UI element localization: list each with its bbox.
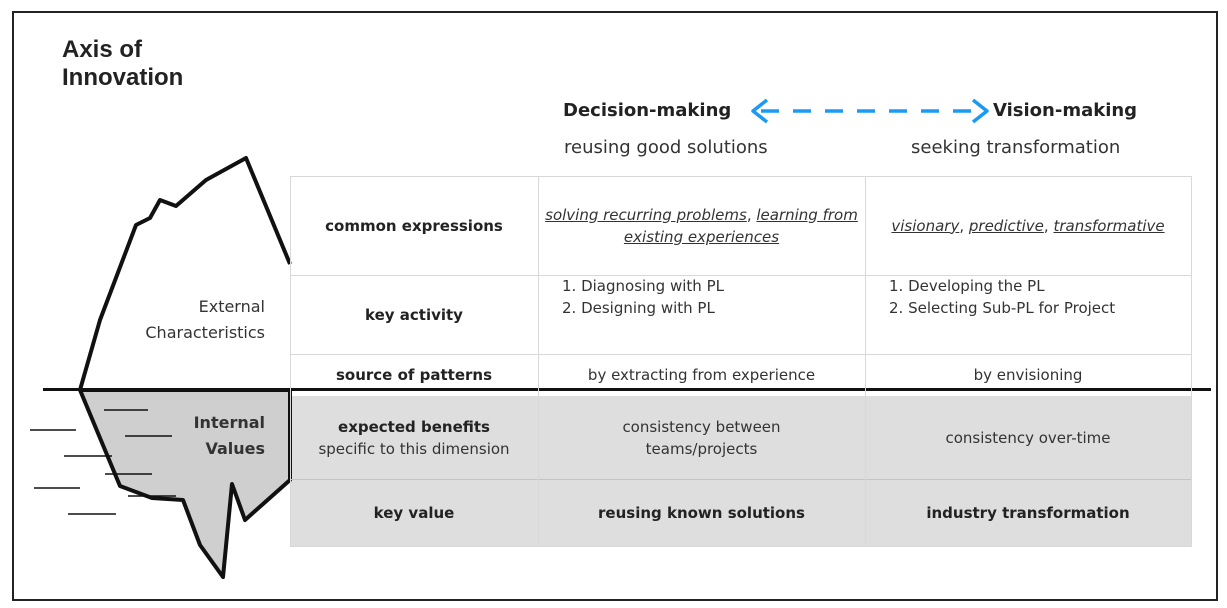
title-line-2: Innovation [62, 64, 184, 91]
diagram-title: Axis of Innovation [62, 36, 183, 92]
row-header-key-value: key value [373, 503, 455, 522]
expected-benefits-decision: consistency between teams/projects [622, 417, 781, 458]
row-header-key-activity: key activity [365, 305, 463, 324]
key-activity-vision: 1. Developing the PL 2. Selecting Sub-PL… [865, 275, 1191, 354]
source-of-patterns-decision: by extracting from experience [587, 366, 816, 384]
water-lines [30, 409, 176, 515]
table-row-divider-1 [290, 275, 1192, 276]
table-border-bottom [290, 546, 1192, 547]
source-of-patterns-vision: by envisioning [973, 366, 1083, 384]
waterline [43, 388, 1211, 391]
row-header-source-of-patterns: source of patterns [335, 366, 493, 384]
key-activity-decision: 1. Diagnosing with PL 2. Designing with … [538, 275, 865, 354]
table-row-divider-3 [290, 479, 1192, 480]
internal-shade [290, 396, 1192, 546]
expected-benefits-vision: consistency over-time [945, 428, 1111, 447]
table-col-divider-1 [538, 176, 539, 546]
table-row-divider-2 [290, 354, 1192, 355]
bidirectional-arrow-icon [751, 98, 989, 124]
title-line-1: Axis of [62, 36, 143, 63]
iceberg-illustration [30, 156, 292, 579]
vision-making-label: Vision-making [993, 100, 1138, 121]
external-characteristics-label: External Characteristics [145, 297, 265, 342]
table-border-top [290, 176, 1192, 177]
common-expressions-vision: visionary, predictive, transformative [891, 216, 1165, 235]
list-item: 1. Diagnosing with PL [562, 277, 724, 295]
row-header-expected-benefits: expected benefits specific to this dimen… [318, 417, 510, 458]
key-value-decision: reusing known solutions [598, 503, 805, 522]
table-col-divider-2 [865, 176, 866, 546]
decision-making-subtitle: reusing good solutions [564, 137, 768, 158]
internal-values-label: Internal Values [193, 413, 265, 458]
table-col-divider-0 [290, 176, 291, 546]
list-item: 1. Developing the PL [889, 277, 1045, 295]
list-item: 2. Selecting Sub-PL for Project [889, 299, 1116, 317]
decision-making-label: Decision-making [563, 100, 732, 121]
table-col-divider-3 [1191, 176, 1192, 546]
row-header-common-expressions: common expressions [325, 216, 503, 235]
list-item: 2. Designing with PL [562, 299, 715, 317]
key-value-vision: industry transformation [926, 503, 1130, 522]
common-expressions-decision: solving recurring problems, learning fro… [545, 205, 858, 246]
vision-making-subtitle: seeking transformation [911, 137, 1121, 158]
